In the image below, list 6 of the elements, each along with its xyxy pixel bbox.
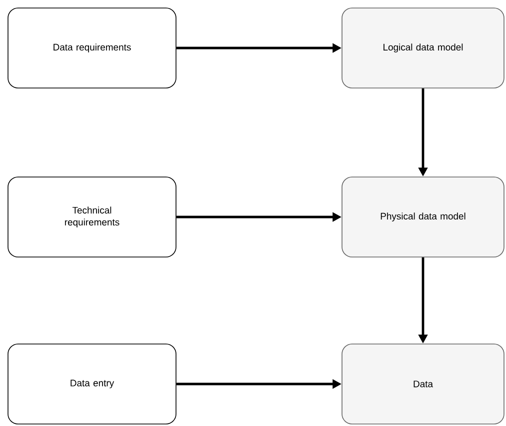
process-box: Physical data model	[342, 176, 504, 258]
process-box: Logical data model	[342, 8, 504, 88]
process-box: Technical requirements	[8, 176, 176, 258]
process-box: Data entry	[8, 344, 176, 424]
process-box: Data requirements	[8, 8, 176, 88]
process-box: Data	[342, 344, 504, 424]
